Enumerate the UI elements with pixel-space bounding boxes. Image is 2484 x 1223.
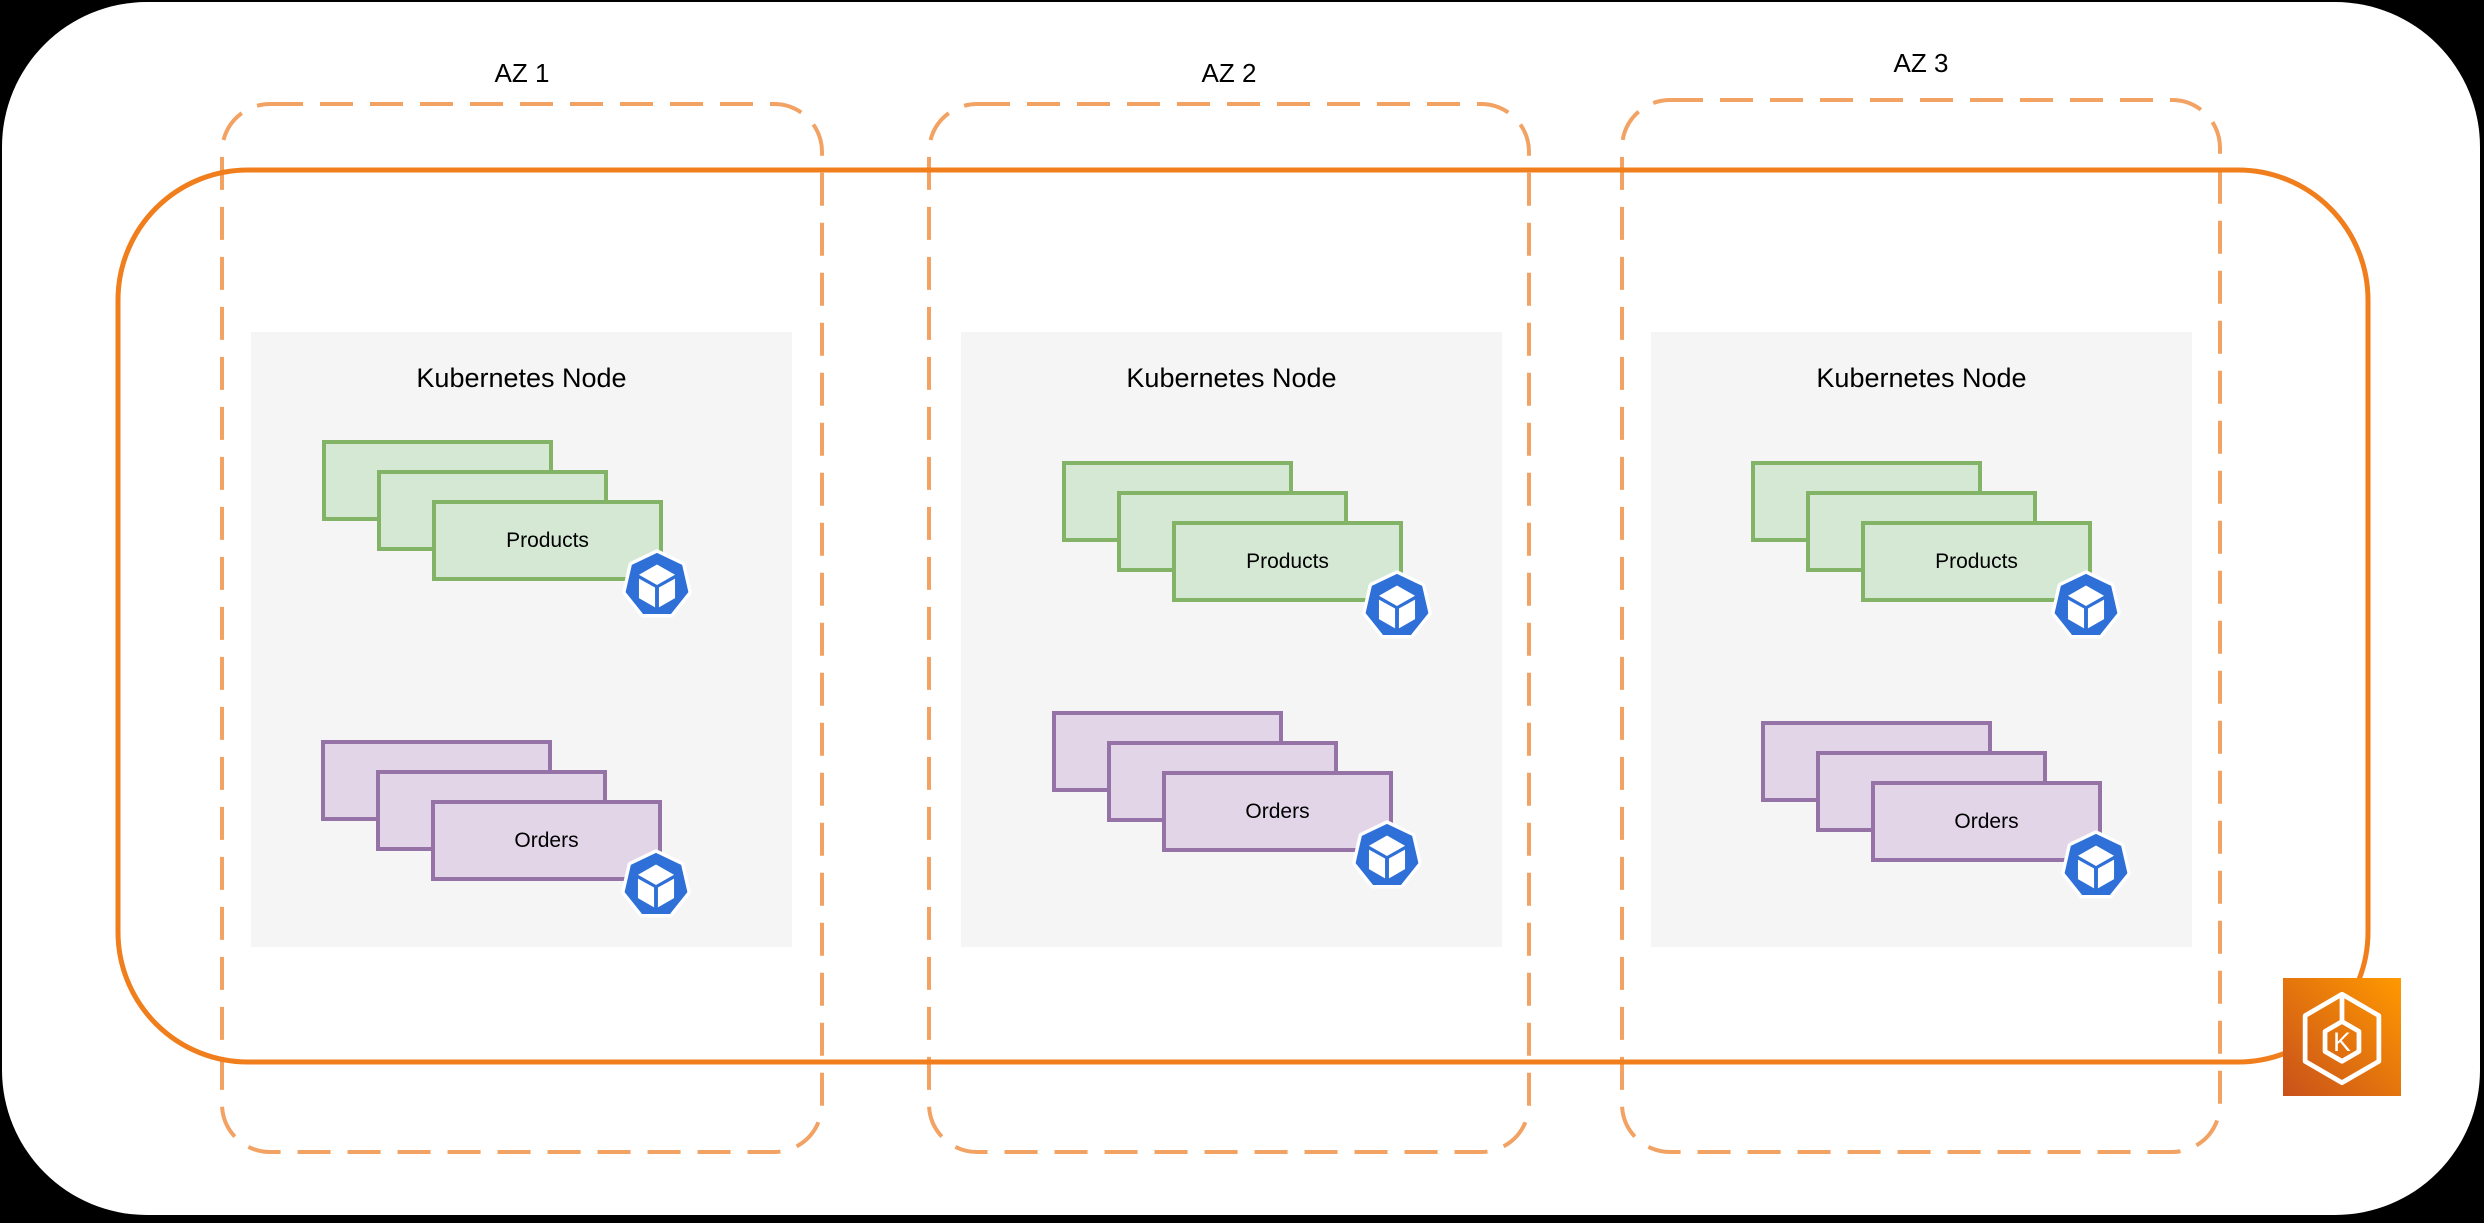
pod-card: Orders xyxy=(1162,771,1393,852)
node-title: Kubernetes Node xyxy=(1816,363,2027,393)
node-title: Kubernetes Node xyxy=(416,363,627,393)
pod-card: Orders xyxy=(1871,781,2102,862)
node-title: Kubernetes Node xyxy=(1126,363,1337,393)
az-label: AZ 2 xyxy=(1201,58,1257,88)
kubernetes-pod-icon xyxy=(2057,827,2135,905)
az-label: AZ 3 xyxy=(1893,48,1949,78)
kubernetes-pod-icon xyxy=(618,546,696,624)
kubernetes-pod-icon xyxy=(617,846,695,924)
pod-label: Products xyxy=(1935,549,2018,573)
pod-card: Products xyxy=(1861,521,2092,602)
eks-cluster-boundary xyxy=(115,167,2371,1065)
az-boundary xyxy=(1620,98,2222,1154)
kubernetes-pod-icon xyxy=(1358,567,1436,645)
pod-card: Products xyxy=(1172,521,1403,602)
pod-label: Orders xyxy=(1954,809,2019,833)
pod-card: Products xyxy=(432,500,663,581)
pod-label: Orders xyxy=(514,828,579,852)
eks-hexagon-glyph xyxy=(2302,991,2382,1086)
kubernetes-pod-icon xyxy=(2047,567,2125,645)
az-boundary xyxy=(927,102,1531,1154)
pod-card: Orders xyxy=(431,800,662,881)
az-boundary xyxy=(220,102,824,1154)
pod-label: Orders xyxy=(1245,799,1310,823)
pod-label: Products xyxy=(506,528,589,552)
amazon-eks-icon: K xyxy=(2283,978,2401,1096)
eks-icon-letter: K xyxy=(2333,1027,2351,1057)
az-label: AZ 1 xyxy=(494,58,550,88)
pod-label: Products xyxy=(1246,549,1329,573)
kubernetes-pod-icon xyxy=(1348,817,1426,895)
